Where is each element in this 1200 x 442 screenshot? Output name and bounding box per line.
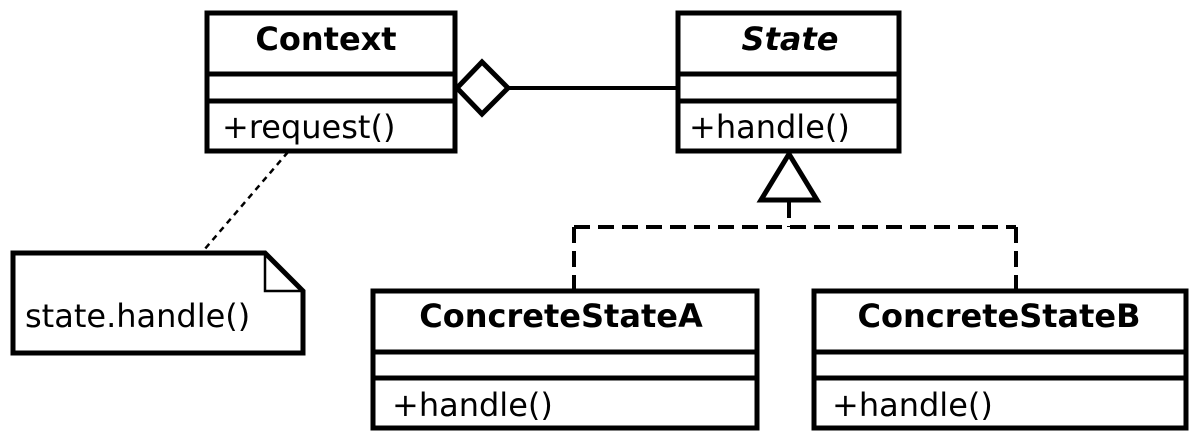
aggregation-diamond-icon bbox=[453, 58, 512, 118]
note-outline bbox=[10, 250, 306, 356]
note-text: state.handle() bbox=[25, 297, 250, 335]
inheritance-triangle-icon bbox=[756, 149, 822, 203]
class-context[interactable]: Context +request() bbox=[204, 10, 458, 154]
class-concrete-state-a-name: ConcreteStateA bbox=[419, 297, 703, 335]
class-concrete-state-a-box bbox=[370, 288, 760, 431]
class-concrete-state-b-method: +handle() bbox=[832, 386, 993, 424]
class-state-box bbox=[675, 10, 902, 154]
note-fold-corner bbox=[263, 253, 303, 293]
class-concrete-state-a-method: +handle() bbox=[392, 386, 553, 424]
class-context-method: +request() bbox=[222, 108, 395, 146]
class-concrete-state-a[interactable]: ConcreteStateA +handle() bbox=[370, 288, 760, 431]
class-state[interactable]: State +handle() bbox=[675, 10, 902, 154]
class-state-name: State bbox=[742, 20, 839, 58]
class-concrete-state-b-name: ConcreteStateB bbox=[857, 297, 1140, 335]
realization-connector bbox=[572, 202, 1018, 290]
note-connector bbox=[203, 151, 289, 251]
class-context-box bbox=[204, 10, 458, 154]
class-concrete-state-b[interactable]: ConcreteStateB +handle() bbox=[811, 288, 1189, 431]
class-state-method: +handle() bbox=[689, 108, 850, 146]
class-concrete-state-b-box bbox=[811, 288, 1189, 431]
note-box[interactable]: state.handle() bbox=[10, 250, 306, 356]
class-context-name: Context bbox=[255, 20, 396, 58]
